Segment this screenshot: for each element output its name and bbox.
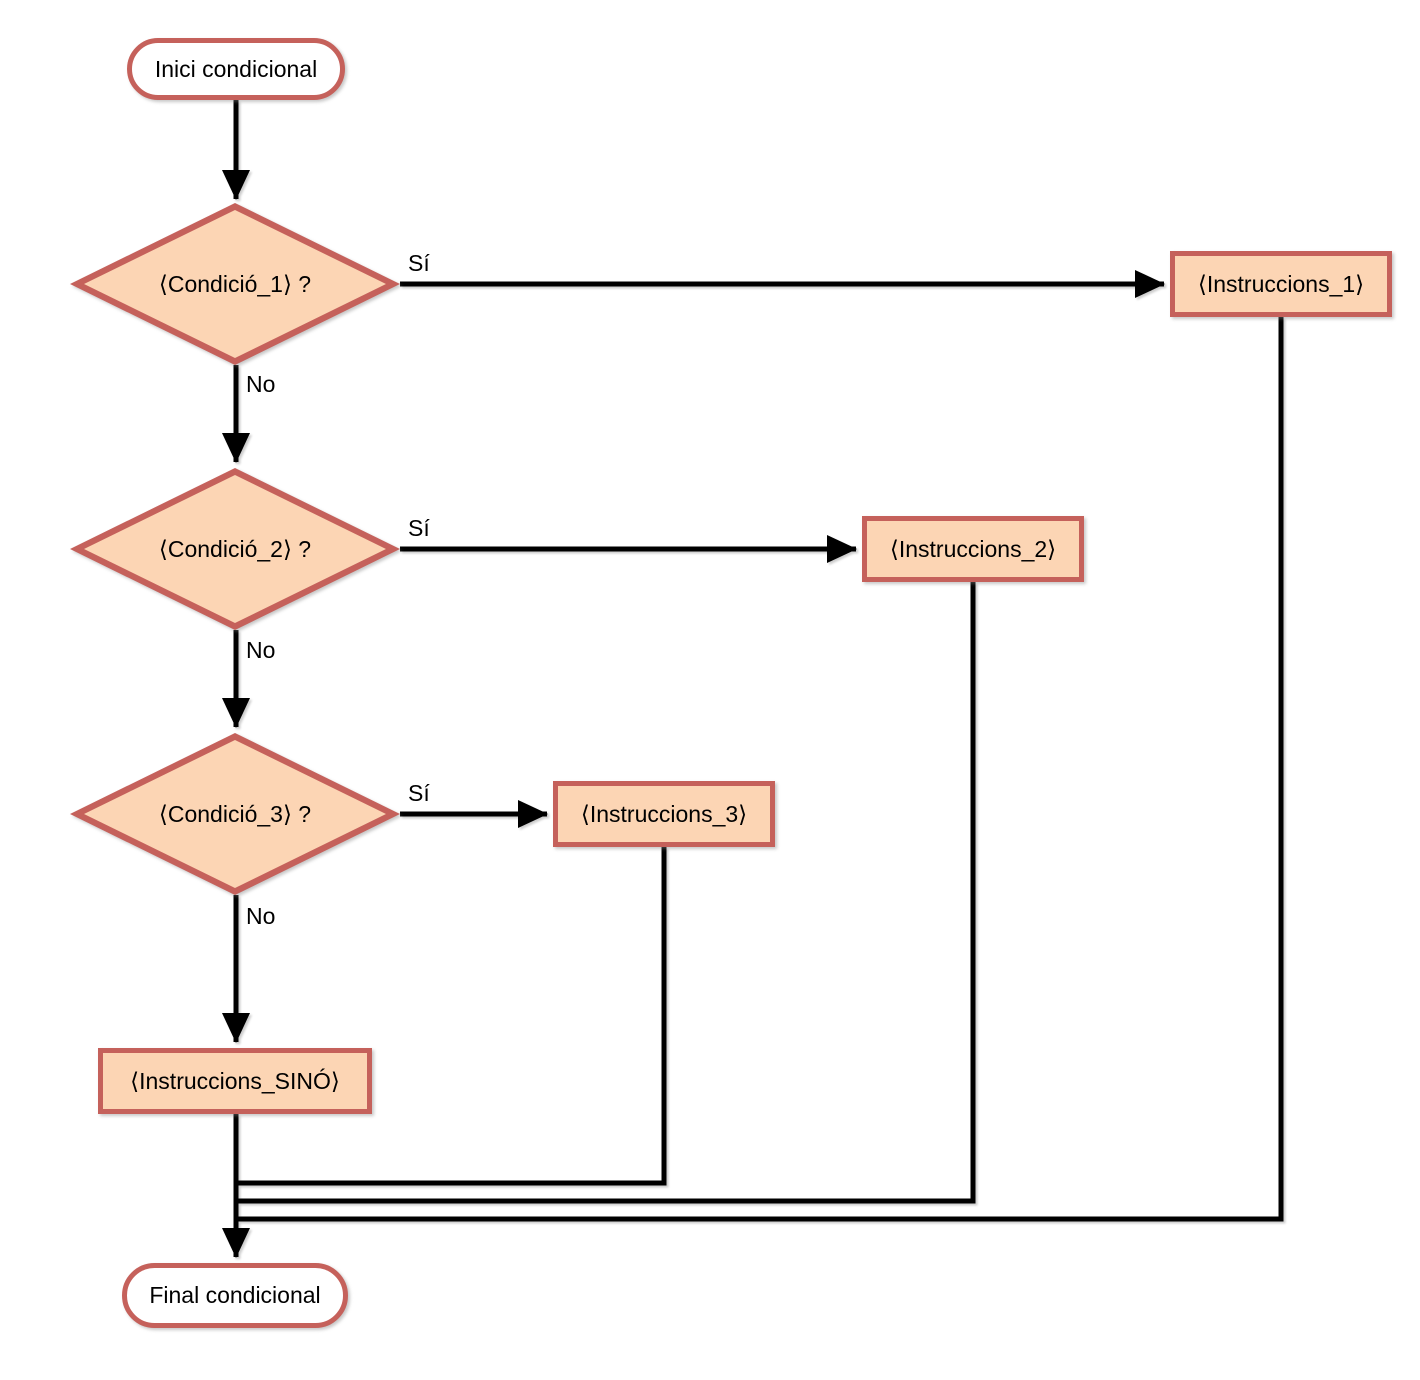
node-instructions-2-label: ⟨Instruccions_2⟩ xyxy=(889,535,1057,562)
node-start-label: Inici condicional xyxy=(154,55,318,82)
edge-label-yes-3: Sí xyxy=(408,780,430,806)
edge-instr3-join xyxy=(238,847,667,1186)
edge-label-yes-2: Sí xyxy=(408,515,430,541)
node-instructions-1-label: ⟨Instruccions_1⟩ xyxy=(1197,270,1365,297)
node-instructions-else-label: ⟨Instruccions_SINÓ⟩ xyxy=(130,1067,340,1094)
node-condition-1-label: ⟨Condició_1⟩ ? xyxy=(158,270,312,297)
node-end-label: Final condicional xyxy=(149,1282,321,1309)
edge-instr2-join xyxy=(238,582,976,1204)
node-instructions-2: ⟨Instruccions_2⟩ xyxy=(862,516,1084,582)
node-instructions-3-label: ⟨Instruccions_3⟩ xyxy=(580,800,748,827)
node-condition-3-label: ⟨Condició_3⟩ ? xyxy=(158,800,312,827)
node-end-terminal: Final condicional xyxy=(122,1263,348,1328)
node-instructions-3: ⟨Instruccions_3⟩ xyxy=(553,781,775,847)
node-start-terminal: Inici condicional xyxy=(127,38,345,100)
edge-label-no-1: No xyxy=(246,371,276,397)
edge-instr1-join xyxy=(238,317,1284,1222)
node-instructions-else: ⟨Instruccions_SINÓ⟩ xyxy=(98,1048,372,1114)
node-condition-2-label: ⟨Condició_2⟩ ? xyxy=(158,535,312,562)
node-instructions-1: ⟨Instruccions_1⟩ xyxy=(1170,251,1392,317)
edge-label-no-3: No xyxy=(246,903,276,929)
node-condition-1: ⟨Condició_1⟩ ? xyxy=(70,203,400,365)
edge-label-no-2: No xyxy=(246,637,276,663)
node-condition-3: ⟨Condició_3⟩ ? xyxy=(70,733,400,895)
node-condition-2: ⟨Condició_2⟩ ? xyxy=(70,468,400,630)
edge-label-yes-1: Sí xyxy=(408,250,430,276)
